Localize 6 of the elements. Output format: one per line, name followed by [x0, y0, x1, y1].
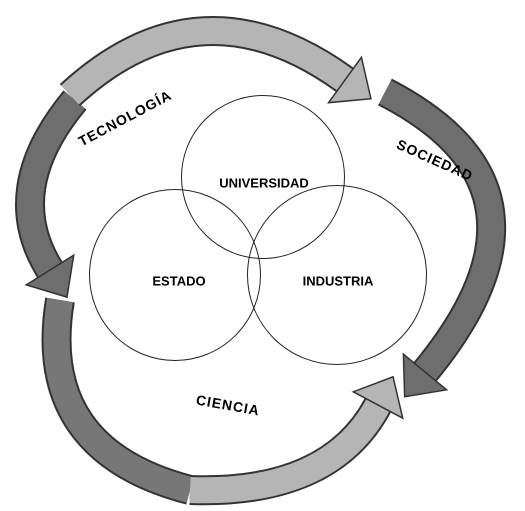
circle-label: INDUSTRIA [302, 274, 374, 288]
venn-circle [89, 189, 261, 361]
circle-label: ESTADO [152, 274, 206, 288]
venn-circle [181, 95, 345, 259]
circle-label: UNIVERSIDAD [219, 176, 309, 190]
arrow-label: CIENCIA [194, 392, 262, 418]
